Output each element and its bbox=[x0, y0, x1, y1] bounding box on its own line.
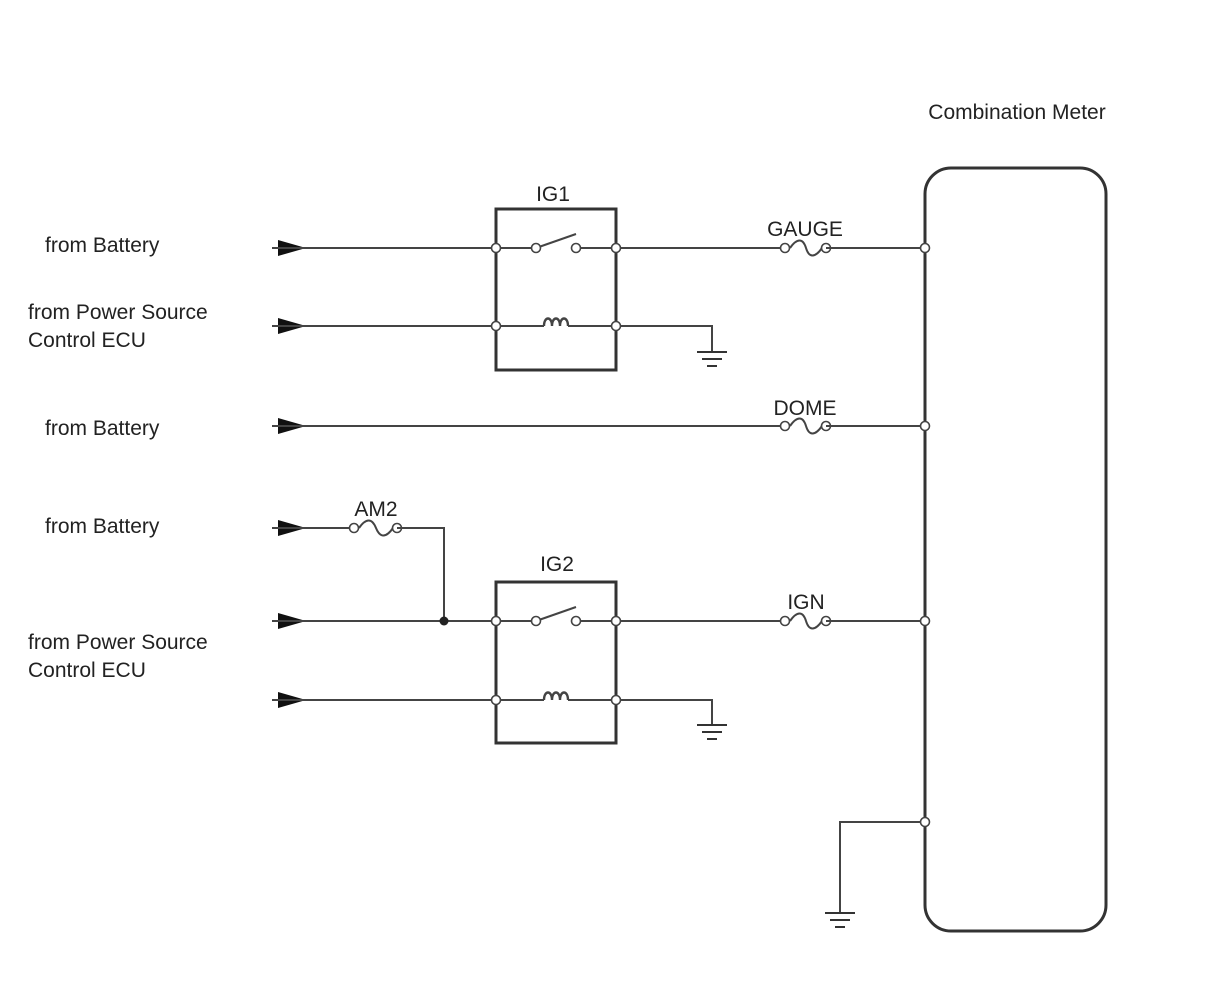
meter-terminal-ground bbox=[919, 816, 931, 828]
source-label-battery-1: from Battery bbox=[45, 234, 160, 257]
wire-junction bbox=[439, 616, 449, 626]
ig2-coil bbox=[542, 691, 570, 701]
ig1-coil bbox=[542, 317, 570, 327]
ig1-relay-label: IG1 bbox=[536, 183, 570, 206]
ign-fuse bbox=[789, 612, 823, 630]
combination-meter-label: Combination Meter bbox=[928, 101, 1105, 124]
ig1-terminal-4 bbox=[610, 320, 622, 332]
meter-terminal-gauge bbox=[919, 242, 931, 254]
dome-fuse bbox=[789, 417, 823, 435]
gauge-fuse-label: GAUGE bbox=[767, 218, 843, 241]
ig2-relay-label: IG2 bbox=[540, 553, 574, 576]
source-label-battery-2: from Battery bbox=[45, 417, 160, 440]
combination-meter-box bbox=[923, 166, 1108, 933]
wire-meter-ground bbox=[839, 821, 925, 913]
source-label-ecu-1-line2: Control ECU bbox=[28, 329, 146, 352]
am2-fuse-label: AM2 bbox=[354, 498, 397, 521]
am2-fuse-terminal-a bbox=[348, 522, 360, 534]
ig1-terminal-1 bbox=[490, 242, 502, 254]
source-label-battery-3: from Battery bbox=[45, 515, 160, 538]
dome-fuse-label: DOME bbox=[774, 397, 837, 420]
source-label-ecu-1-line1: from Power Source bbox=[28, 301, 208, 324]
ig1-terminal-2 bbox=[610, 242, 622, 254]
meter-terminal-dome bbox=[919, 420, 931, 432]
ig2-switch-contact-a bbox=[530, 615, 542, 627]
ground-symbol-meter bbox=[825, 912, 855, 928]
gauge-fuse bbox=[789, 239, 823, 257]
wire-ig2-ground bbox=[616, 699, 713, 725]
ig2-switch-contact-b bbox=[570, 615, 582, 627]
ig2-relay-box bbox=[494, 580, 618, 745]
source-label-ecu-2-line1: from Power Source bbox=[28, 631, 208, 654]
ig1-terminal-3 bbox=[490, 320, 502, 332]
dome-fuse-terminal-a bbox=[779, 420, 791, 432]
ig1-switch-contact-a bbox=[530, 242, 542, 254]
ig2-terminal-2 bbox=[610, 615, 622, 627]
ground-symbol-ig2 bbox=[697, 724, 727, 740]
ig2-terminal-3 bbox=[490, 694, 502, 706]
meter-terminal-ign bbox=[919, 615, 931, 627]
ign-fuse-terminal-a bbox=[779, 615, 791, 627]
ig1-switch-contact-b bbox=[570, 242, 582, 254]
ground-symbol-ig1 bbox=[697, 351, 727, 367]
ig1-relay-box bbox=[494, 207, 618, 372]
wire-am2-to-junction bbox=[397, 527, 445, 621]
ig2-terminal-4 bbox=[610, 694, 622, 706]
source-label-ecu-2-line2: Control ECU bbox=[28, 659, 146, 682]
ig2-switch-blade bbox=[535, 606, 577, 622]
gauge-fuse-terminal-a bbox=[779, 242, 791, 254]
wire-ig1-ground bbox=[616, 325, 713, 352]
ig2-terminal-1 bbox=[490, 615, 502, 627]
ign-fuse-label: IGN bbox=[787, 591, 824, 614]
am2-fuse bbox=[358, 519, 394, 537]
ig1-switch-blade bbox=[535, 233, 577, 249]
